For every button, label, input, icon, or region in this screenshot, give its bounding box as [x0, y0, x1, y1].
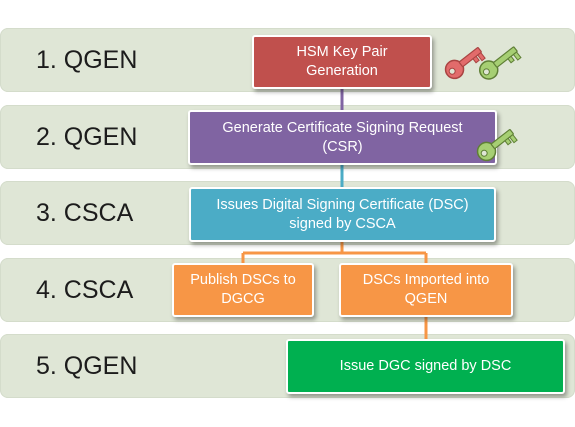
publish-dscs-box: Publish DSCs to DGCG — [172, 263, 314, 317]
hsm-key-pair-box: HSM Key Pair Generation — [252, 35, 432, 89]
step-label-5: 5. QGEN — [36, 352, 138, 380]
key-icon-green-small — [476, 129, 518, 162]
key-icon-green — [479, 46, 522, 80]
step-label-1: 1. QGEN — [36, 46, 138, 74]
step-label-4: 4. CSCA — [36, 276, 134, 304]
issue-dsc-box: Issues Digital Signing Certificate (DSC)… — [189, 187, 496, 242]
key-icon-red — [444, 47, 486, 80]
issue-dgc-box: Issue DGC signed by DSC — [286, 339, 565, 394]
step-label-2: 2. QGEN — [36, 123, 138, 151]
generate-csr-box: Generate Certificate Signing Request (CS… — [188, 110, 497, 165]
dscs-imported-box: DSCs Imported into QGEN — [339, 263, 513, 317]
step-label-3: 3. CSCA — [36, 199, 134, 227]
